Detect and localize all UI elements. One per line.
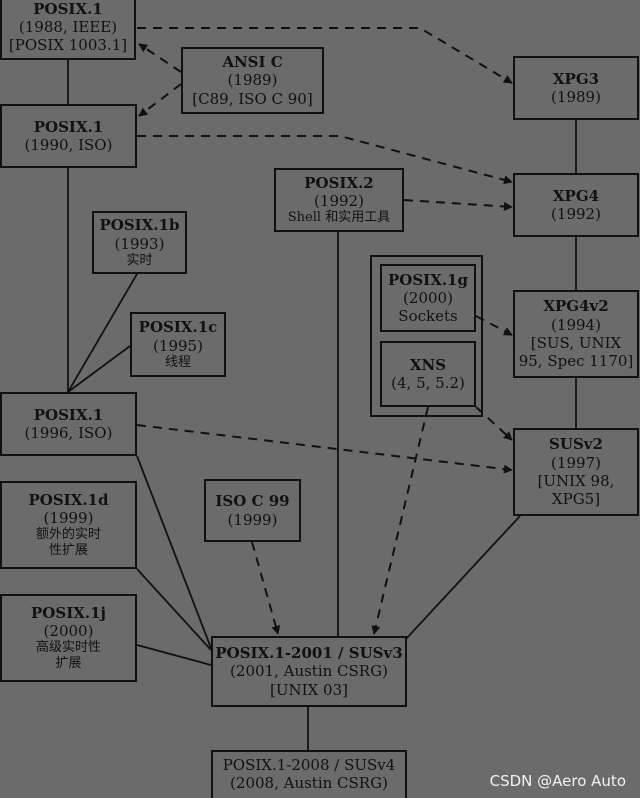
dashed-arrow-iso_c99-to-susv3 xyxy=(251,541,281,635)
node-title: XPG4v2 xyxy=(543,297,609,316)
node-posix1-2001-susv3: POSIX.1-2001 / SUSv3 (2001, Austin CSRG)… xyxy=(211,636,407,707)
solid-line-posix1b-to-posix1_1996 xyxy=(67,273,138,393)
dashed-arrow-posix2-to-xpg4 xyxy=(403,199,513,211)
node-note: 线程 xyxy=(164,354,191,370)
dashed-arrow-ansi_c-to-posix1_1990 xyxy=(138,83,182,117)
node-posix1g: POSIX.1g (2000) Sockets xyxy=(380,264,476,332)
dashed-arrow-posix1_1996-to-susv2 xyxy=(136,424,513,474)
solid-line-posix1_1996-to-susv3 xyxy=(136,455,212,649)
solid-line-posix1j-to-susv3 xyxy=(136,644,212,666)
node-title: POSIX.1 xyxy=(33,0,103,18)
node-subtitle: (1992) xyxy=(551,205,601,223)
dashed-arrow-xns-to-susv3 xyxy=(371,406,429,635)
node-iso-c99: ISO C 99 (1999) xyxy=(204,479,301,542)
node-title: POSIX.1c xyxy=(138,318,218,337)
node-xpg4: XPG4 (1992) xyxy=(513,173,639,237)
node-subtitle: (1996, ISO) xyxy=(24,424,113,442)
node-note: 额外的实时 xyxy=(35,527,101,543)
node-title: POSIX.1 xyxy=(33,117,104,136)
node-posix1d: POSIX.1d (1999) 额外的实时 性扩展 xyxy=(0,481,137,569)
node-xns: XNS (4, 5, 5.2) xyxy=(380,341,476,407)
dashed-arrow-posix1_1988-to-xpg3 xyxy=(137,27,513,84)
node-posix1-1990: POSIX.1 (1990, ISO) xyxy=(0,104,137,168)
node-posix1b: POSIX.1b (1993) 实时 xyxy=(92,211,187,274)
node-posix1-2008-susv4: POSIX.1-2008 / SUSv4 (2008, Austin CSRG) xyxy=(211,750,407,798)
node-note: Sockets xyxy=(398,307,458,326)
dashed-arrow-ansi_c-to-posix1_1988 xyxy=(138,43,182,73)
node-note: XPG5] xyxy=(551,490,601,509)
node-xpg3: XPG3 (1989) xyxy=(513,56,639,120)
node-subtitle: (2001, Austin CSRG) xyxy=(230,662,388,681)
node-subtitle: (2008, Austin CSRG) xyxy=(230,774,388,793)
node-title: SUSv2 xyxy=(549,435,603,454)
node-note: [UNIX 03] xyxy=(270,680,348,699)
node-subtitle: (4, 5, 5.2) xyxy=(391,374,465,392)
node-subtitle: (1990, ISO) xyxy=(24,136,113,154)
node-title: POSIX.2 xyxy=(304,173,374,192)
node-title: POSIX.1g xyxy=(388,270,468,289)
node-title: POSIX.1j xyxy=(31,603,106,622)
node-note: 实时 xyxy=(126,252,153,268)
node-note: 扩展 xyxy=(55,656,82,672)
node-subtitle: (2000) xyxy=(403,288,453,307)
node-title: POSIX.1d xyxy=(28,490,109,509)
node-susv2: SUSv2 (1997) [UNIX 98, XPG5] xyxy=(513,428,639,516)
node-posix1c: POSIX.1c (1995) 线程 xyxy=(130,312,226,377)
node-subtitle: (1997) xyxy=(551,453,601,472)
node-title: POSIX.1b xyxy=(99,216,180,235)
node-title: ISO C 99 xyxy=(215,492,290,511)
node-subtitle: (2000) xyxy=(43,622,94,641)
dashed-arrow-posix1_1990-to-xpg4 xyxy=(137,135,513,185)
node-note: 性扩展 xyxy=(48,543,88,559)
node-subtitle: (1989) xyxy=(551,88,601,106)
node-note: Shell 和实用工具 xyxy=(287,210,391,226)
node-subtitle: (1989) xyxy=(227,71,278,90)
node-posix1-1988: POSIX.1 (1988, IEEE) [POSIX 1003.1] xyxy=(0,0,136,60)
node-title: XPG4 xyxy=(552,186,600,205)
node-posix2: POSIX.2 (1992) Shell 和实用工具 xyxy=(274,168,404,232)
node-title: XPG3 xyxy=(552,69,600,88)
node-ansi-c: ANSI C (1989) [C89, ISO C 90] xyxy=(181,47,324,114)
solid-line-posix1c-to-posix1_1996 xyxy=(67,345,131,393)
node-subtitle: (1992) xyxy=(314,192,364,211)
node-note: [UNIX 98, xyxy=(537,472,615,490)
solid-line-susv2-to-susv3 xyxy=(404,515,521,641)
node-note: 95, Spec 1170] xyxy=(518,352,634,371)
solid-line-posix1d-to-susv3 xyxy=(136,568,212,651)
node-subtitle: (1988, IEEE) xyxy=(18,17,118,36)
node-posix1j: POSIX.1j (2000) 高级实时性 扩展 xyxy=(0,594,137,682)
node-note: [SUS, UNIX xyxy=(530,334,622,352)
node-note: [POSIX 1003.1] xyxy=(8,36,128,55)
node-xpg4v2: XPG4v2 (1994) [SUS, UNIX 95, Spec 1170] xyxy=(513,290,639,378)
node-title: POSIX.1-2008 / SUSv4 xyxy=(222,756,396,774)
node-note: 高级实时性 xyxy=(35,640,101,656)
posix1g-xns-group xyxy=(370,255,483,417)
watermark-text: CSDN @Aero Auto xyxy=(489,772,626,790)
node-subtitle: (1993) xyxy=(114,234,165,253)
node-subtitle: (1994) xyxy=(551,315,601,334)
node-subtitle: (1995) xyxy=(153,336,203,355)
node-subtitle: (1999) xyxy=(43,509,94,528)
node-note: [C89, ISO C 90] xyxy=(192,89,313,108)
node-title: POSIX.1 xyxy=(33,405,104,424)
node-title: POSIX.1-2001 / SUSv3 xyxy=(215,644,403,663)
node-title: ANSI C xyxy=(222,53,283,72)
node-posix1-1996: POSIX.1 (1996, ISO) xyxy=(0,392,137,456)
node-subtitle: (1999) xyxy=(227,510,278,529)
node-title: XNS xyxy=(409,355,447,374)
